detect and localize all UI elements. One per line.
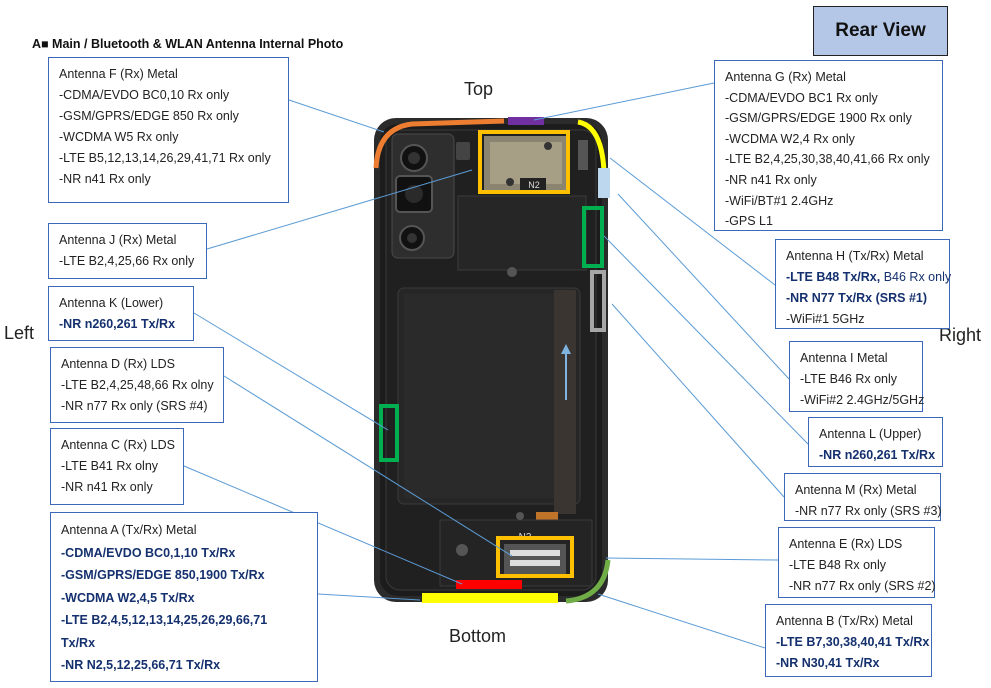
antenna-g-title: Antenna G (Rx) Metal [725, 70, 846, 84]
antenna-c-line: -LTE B41 Rx olny [61, 459, 159, 473]
flash [456, 142, 470, 160]
antenna-k-box: Antenna K (Lower) -NR n260,261 Tx/Rx [48, 286, 194, 341]
antenna-g-box: Antenna G (Rx) Metal -CDMA/EVDO BC1 Rx o… [714, 60, 943, 231]
antenna-d-title: Antenna D (Rx) LDS [61, 357, 175, 371]
antenna-l-line: -NR n260,261 Tx/Rx [819, 448, 936, 462]
antenna-b-box: Antenna B (Tx/Rx) Metal -LTE B7,30,38,40… [765, 604, 932, 677]
view-label: Rear View [813, 6, 948, 56]
antenna-g-top-box [478, 130, 570, 194]
antenna-h-mark [598, 168, 610, 198]
antenna-f-line: -NR n41 Rx only [59, 172, 151, 186]
antenna-i-line: -LTE B46 Rx only [800, 372, 898, 386]
antenna-h-line: -WiFi#1 5GHz [786, 312, 865, 326]
antenna-h-line1-bold: -LTE B48 Tx/Rx, [786, 270, 881, 284]
antenna-h-title: Antenna H (Tx/Rx) Metal [786, 249, 924, 263]
antenna-b-title: Antenna B (Tx/Rx) Metal [776, 614, 913, 628]
antenna-f-box: Antenna F (Rx) Metal -CDMA/EVDO BC0,10 R… [48, 57, 289, 203]
antenna-a-line: -CDMA/EVDO BC0,1,10 Tx/Rx [61, 545, 236, 560]
antenna-a-line: -WCDMA W2,4,5 Tx/Rx [61, 590, 195, 605]
antenna-k-line: -NR n260,261 Tx/Rx [59, 317, 176, 331]
antenna-e-box [496, 536, 574, 578]
antenna-d-line: -NR n77 Rx only (SRS #4) [61, 399, 208, 413]
antenna-f-line: -GSM/GPRS/EDGE 850 Rx only [59, 109, 239, 123]
antenna-purple-mark [508, 117, 544, 125]
antenna-j-box: Antenna J (Rx) Metal -LTE B2,4,25,66 Rx … [48, 223, 207, 279]
antenna-a-line: Tx/Rx [61, 635, 96, 650]
n2-mark: N2 [528, 180, 540, 190]
antenna-m-title: Antenna M (Rx) Metal [795, 483, 917, 497]
antenna-i-box: Antenna I Metal -LTE B46 Rx only -WiFi#2… [789, 341, 925, 412]
antenna-i-mark [582, 206, 604, 268]
antenna-j-title: Antenna J (Rx) Metal [59, 233, 177, 247]
antenna-g-line: -GPS L1 [725, 214, 773, 229]
antenna-m-mark [590, 270, 606, 332]
page-title: A■ Main / Bluetooth & WLAN Antenna Inter… [32, 37, 344, 51]
antenna-f-line: -LTE B5,12,13,14,26,29,41,71 Rx only [59, 151, 271, 165]
antenna-a-line: -LTE B2,4,5,12,13,14,25,26,29,66,71 [61, 613, 268, 627]
antenna-k-mark [379, 404, 399, 462]
antenna-a-line: -NR N2,5,12,25,66,71 Tx/Rx [61, 658, 221, 672]
antenna-g-mark [577, 119, 607, 173]
antenna-h-line: -NR N77 Tx/Rx (SRS #1) [786, 291, 928, 305]
antenna-c-mark [456, 580, 522, 589]
antenna-i-title: Antenna I Metal [800, 351, 888, 365]
antenna-h-line1-rest: B46 Rx only [880, 270, 952, 284]
antenna-c-box: Antenna C (Rx) LDS -LTE B41 Rx olny -NR … [50, 428, 184, 505]
antenna-b-line: -NR N30,41 Tx/Rx [776, 656, 880, 670]
antenna-e-box-label: Antenna E (Rx) LDS -LTE B48 Rx only -NR … [778, 527, 936, 598]
direction-left: Left [4, 323, 35, 343]
antenna-f-line: -CDMA/EVDO BC0,10 Rx only [59, 88, 230, 102]
leader-lines [183, 82, 809, 649]
antenna-f-mark [373, 118, 505, 169]
antenna-a-box: Antenna A (Tx/Rx) Metal -CDMA/EVDO BC0,1… [50, 512, 318, 682]
antenna-c-title: Antenna C (Rx) LDS [61, 438, 175, 452]
antenna-m-line: -NR n77 Rx only (SRS #3) [795, 504, 942, 518]
direction-top: Top [464, 79, 494, 99]
antenna-g-line: -NR n41 Rx only [725, 172, 817, 187]
antenna-h-box: Antenna H (Tx/Rx) Metal -LTE B48 Tx/Rx, … [775, 239, 951, 329]
antenna-i-line: -WiFi#2 2.4GHz/5GHz [800, 393, 925, 407]
direction-bottom: Bottom [449, 626, 507, 646]
direction-right: Right [939, 325, 982, 345]
antenna-l-title: Antenna L (Upper) [819, 427, 922, 441]
antenna-c-line: -NR n41 Rx only [61, 480, 153, 494]
antenna-g-line: -CDMA/EVDO BC1 Rx only [725, 90, 878, 105]
antenna-m-box: Antenna M (Rx) Metal -NR n77 Rx only (SR… [784, 473, 942, 521]
antenna-d-box: Antenna D (Rx) LDS -LTE B2,4,25,48,66 Rx… [50, 347, 224, 423]
antenna-f-title: Antenna F (Rx) Metal [59, 67, 178, 81]
antenna-h-line1: -LTE B48 Tx/Rx, B46 Rx only [786, 267, 951, 288]
antenna-l-box: Antenna L (Upper) -NR n260,261 Tx/Rx [808, 417, 943, 467]
antenna-b-mark [565, 559, 611, 604]
antenna-a-mark [422, 593, 558, 603]
antenna-k-title: Antenna K (Lower) [59, 296, 164, 310]
antenna-e-line: -LTE B48 Rx only [789, 558, 887, 572]
antenna-a-line: -GSM/GPRS/EDGE 850,1900 Tx/Rx [61, 568, 265, 582]
antenna-g-line: -LTE B2,4,25,30,38,40,41,66 Rx only [725, 152, 930, 167]
antenna-f-line: -WCDMA W5 Rx only [59, 130, 179, 144]
antenna-g-line: -WCDMA W2,4 Rx only [725, 131, 855, 146]
antenna-a-title: Antenna A (Tx/Rx) Metal [61, 523, 197, 537]
antenna-b-line: -LTE B7,30,38,40,41 Tx/Rx [776, 635, 930, 649]
antenna-j-line: -LTE B2,4,25,66 Rx only [59, 254, 195, 268]
antenna-g-line: -WiFi/BT#1 2.4GHz [725, 193, 834, 208]
antenna-e-title: Antenna E (Rx) LDS [789, 537, 903, 551]
antenna-d-line: -LTE B2,4,25,48,66 Rx olny [61, 378, 214, 392]
antenna-e-line: -NR n77 Rx only (SRS #2) [789, 579, 936, 593]
antenna-g-line: -GSM/GPRS/EDGE 1900 Rx only [725, 111, 912, 126]
